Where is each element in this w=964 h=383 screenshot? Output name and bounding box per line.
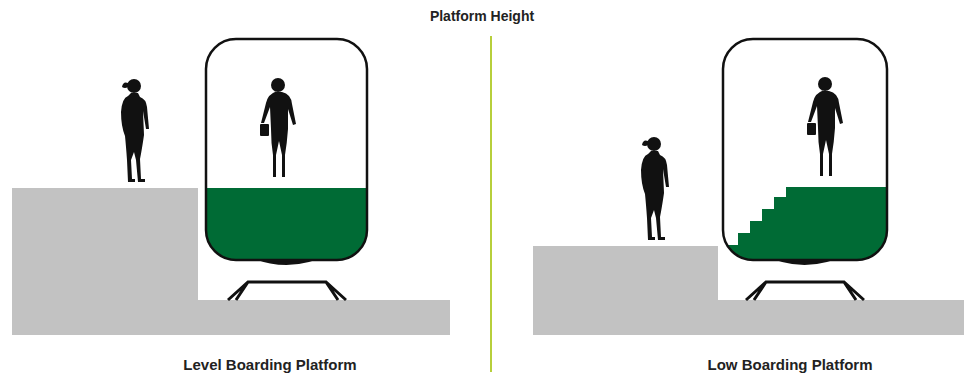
panel-caption: Level Boarding Platform (183, 356, 356, 373)
rail-car (200, 39, 375, 300)
high-platform (12, 188, 198, 335)
low-platform (533, 246, 718, 335)
track-bed (198, 300, 450, 335)
waiting-passenger (121, 79, 149, 182)
panel-caption: Low Boarding Platform (708, 356, 873, 373)
rail-car (715, 39, 895, 300)
divider (490, 36, 492, 372)
diagram-title: Platform Height (430, 8, 534, 24)
track-bed (718, 300, 964, 335)
waiting-passenger (641, 137, 669, 240)
